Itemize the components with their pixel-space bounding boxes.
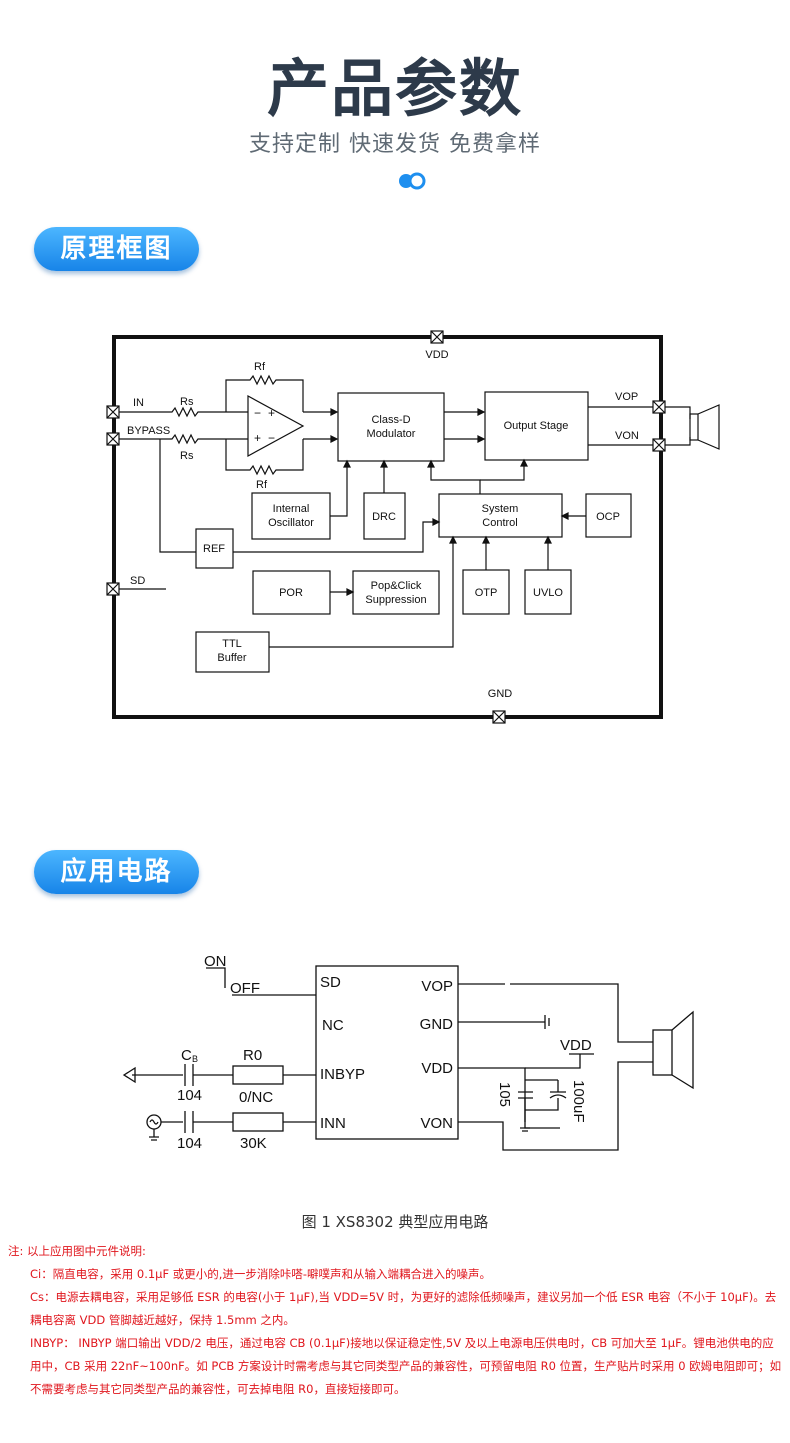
cap-100uf-label: 100uF — [570, 1080, 587, 1123]
opamp-icon — [247, 394, 305, 458]
opamp-plus-2: + — [254, 431, 261, 445]
cap-ci-icon — [184, 1111, 194, 1133]
label-gnd: GND — [488, 688, 513, 700]
opamp-minus-2: − — [268, 431, 275, 445]
figure-caption: 图 1 XS8302 典型应用电路 — [301, 1213, 489, 1231]
block-classd-1: Class-D — [371, 414, 410, 426]
label-rf-1: Rf — [254, 361, 266, 373]
decor-dots-icon — [399, 172, 426, 190]
pin-vdd-icon — [430, 330, 444, 344]
signal-source-icon — [146, 1114, 162, 1141]
switch-off-label: OFF — [230, 980, 260, 997]
cap-105-label: 105 — [496, 1082, 513, 1107]
block-otp: OTP — [475, 587, 498, 599]
label-vdd: VDD — [425, 349, 448, 361]
notes-block: 注: 以上应用图中元件说明: Ci：隔直电容，采用 0.1μF 或更小的,进一步… — [8, 1240, 784, 1401]
label-rs-1: Rs — [180, 396, 194, 408]
block-sys-2: Control — [482, 517, 517, 529]
r0-label: R0 — [243, 1047, 262, 1064]
ground-arrow-icon — [122, 1066, 136, 1084]
page-subtitle: 支持定制 快速发货 免费拿样 — [249, 132, 541, 157]
switch-on-label: ON — [204, 953, 227, 970]
block-ocp: OCP — [596, 511, 620, 523]
speaker-icon — [689, 404, 720, 450]
block-sys-1: System — [482, 503, 519, 515]
ground-icon — [544, 1015, 550, 1029]
block-drc: DRC — [372, 511, 396, 523]
block-osc-2: Oscillator — [268, 517, 314, 529]
block-pop-1: Pop&Click — [371, 580, 422, 592]
block-diagram: VDD GND IN BYPASS SD VOP VON Rs Rs Rf Rf… — [106, 330, 720, 724]
pin-vop-label: VOP — [421, 978, 453, 995]
pin-gnd-label: GND — [420, 1016, 454, 1033]
cap-100uf-icon — [549, 1091, 567, 1099]
cap-cb-icon — [184, 1064, 194, 1086]
chip-outline — [112, 335, 663, 719]
r0-value: 0/NC — [239, 1089, 273, 1106]
application-circuit: ON OFF SD NC INBYP INN VOP GND VDD VON C… — [122, 953, 694, 1152]
pin-in-icon — [106, 405, 120, 419]
pin-nc-label: NC — [322, 1017, 344, 1034]
opamp-minus: − — [254, 406, 261, 420]
cb-label: C — [181, 1047, 192, 1064]
pin-sd-icon — [106, 582, 120, 596]
pin-gnd-icon — [492, 710, 506, 724]
block-classd-2: Modulator — [367, 428, 416, 440]
pin-vdd-label: VDD — [421, 1060, 453, 1077]
r-value: 30K — [240, 1135, 267, 1152]
label-vop: VOP — [615, 391, 638, 403]
block-output-stage: Output Stage — [504, 420, 569, 432]
vdd-label: VDD — [560, 1037, 592, 1054]
block-uvlo: UVLO — [533, 587, 563, 599]
resistor-r0-icon — [232, 1065, 284, 1085]
block-ttl-2: Buffer — [217, 652, 246, 664]
pin-von-label: VON — [420, 1115, 453, 1132]
ci-value: 104 — [177, 1135, 202, 1152]
label-rf-2: Rf — [256, 479, 268, 491]
label-bypass: BYPASS — [127, 425, 170, 437]
cb-value: 104 — [177, 1087, 202, 1104]
block-pop-2: Suppression — [365, 594, 426, 606]
note-ci: Ci：隔直电容，采用 0.1μF 或更小的,进一步消除咔嗒-噼噗声和从输入端耦合… — [30, 1267, 492, 1281]
pin-inbyp-label: INBYP — [320, 1066, 365, 1083]
section-badge-app-circuit: 应用电路 — [34, 850, 199, 894]
block-por: POR — [279, 587, 303, 599]
block-ttl-1: TTL — [222, 638, 242, 650]
pin-sd-label: SD — [320, 974, 341, 991]
label-rs-2: Rs — [180, 450, 194, 462]
section-badge-block-diagram: 原理框图 — [34, 227, 199, 271]
label-von: VON — [615, 430, 639, 442]
cb-sub: B — [192, 1054, 198, 1064]
page-title: 产品参数 — [266, 52, 523, 125]
notes-intro: 注: 以上应用图中元件说明: — [8, 1244, 146, 1258]
pin-vop-icon — [652, 400, 666, 414]
pin-bypass-icon — [106, 432, 120, 446]
pin-inn-label: INN — [320, 1115, 346, 1132]
resistor-30k-icon — [232, 1112, 284, 1132]
label-in: IN — [133, 397, 144, 409]
block-osc-1: Internal — [273, 503, 310, 515]
ic-body — [315, 965, 459, 1140]
pin-von-icon — [652, 438, 666, 452]
block-ref: REF — [203, 543, 225, 555]
speaker-icon — [652, 1010, 694, 1090]
label-sd: SD — [130, 575, 145, 587]
opamp-plus: + — [268, 406, 275, 420]
note-cs: Cs：电源去耦电容，采用足够低 ESR 的电容(小于 1μF),当 VDD=5V… — [30, 1290, 777, 1327]
note-inbyp: INBYP： INBYP 端口输出 VDD/2 电压，通过电容 CB (0.1μ… — [30, 1336, 782, 1396]
